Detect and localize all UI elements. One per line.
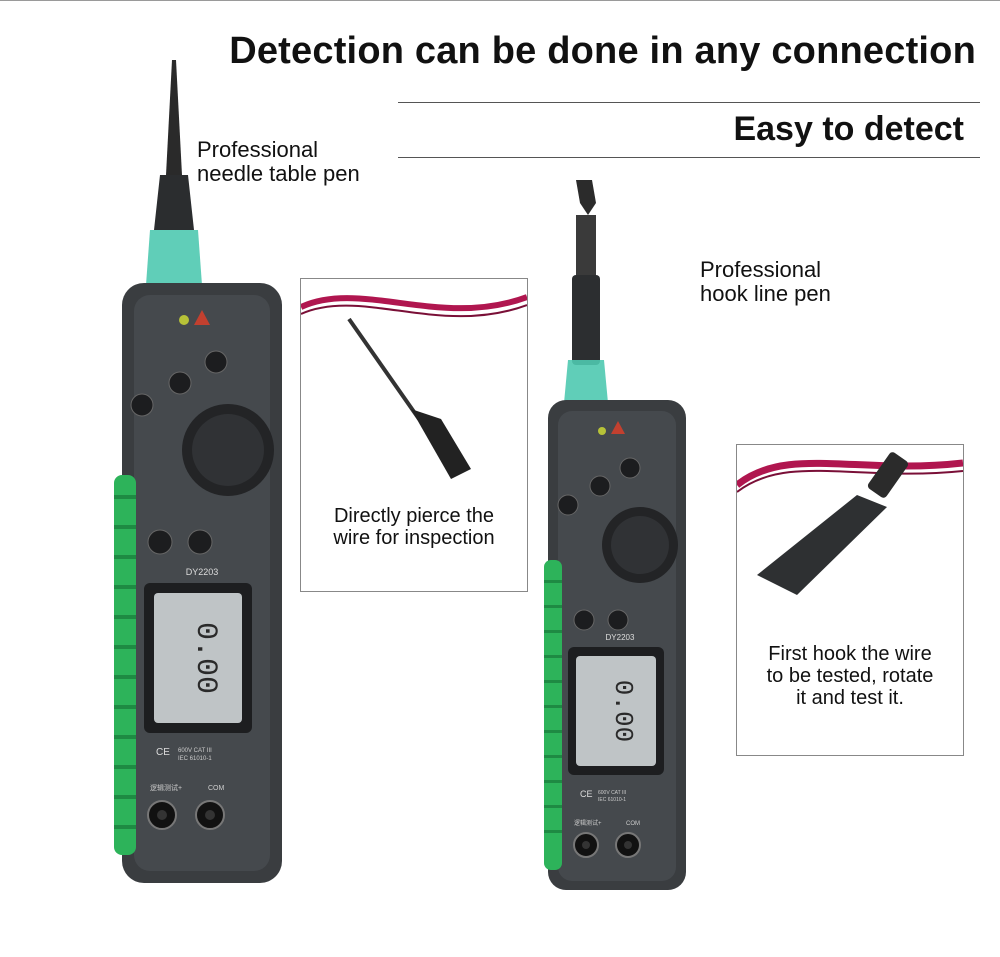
function-button [168,371,192,395]
function-button [619,457,641,479]
indicator-led [598,427,606,435]
hook-pen-inset: First hook the wire to be tested, rotate… [736,444,964,756]
top-divider [0,0,1000,1]
needle-pen-label-line2: needle table pen [197,161,360,186]
hook-inset-caption-line2: to be tested, rotate [766,665,934,687]
needle-pen-tester-drawing: DY2203 0.00 CE 600V CAT III IEC 61010-1 … [114,60,282,883]
ce-mark: CE [156,747,170,758]
needle-pierce-illustration [301,294,527,479]
needle-inset-caption-line1: Directly pierce the [333,505,495,527]
needle-pen-label-line1: Professional [197,137,319,162]
hook-pen-label-line2: hook line pen [700,281,831,306]
lcd-reading: 0.00 [188,622,222,694]
needle-collar [146,230,202,285]
test-port-left-hole [157,810,167,820]
function-button [557,494,579,516]
function-button [607,609,629,631]
green-grip [544,560,562,870]
lcd-screen [576,656,656,766]
needle-tip [166,60,182,175]
cert-line-1: 600V CAT III [598,790,626,796]
tester-face [558,411,676,881]
test-port-com-hole [205,810,215,820]
subheadline-underline [398,157,980,158]
function-button [204,350,228,374]
port-label-right: COM [208,785,225,792]
test-port-left-hole [582,841,590,849]
cert-line-1: 600V CAT III [178,748,212,754]
cert-line-2: IEC 61010-1 [178,756,212,762]
rotary-dial-knob [611,516,669,574]
headline: Detection can be done in any connection [229,30,976,72]
function-button [187,529,213,555]
rotary-dial-knob [192,414,264,486]
ce-mark: CE [580,789,593,799]
needle-inset-caption-line2: wire for inspection [333,527,495,549]
function-button [147,529,173,555]
wire-shadow [737,469,963,493]
hook-inset-caption: First hook the wire to be tested, rotate… [737,643,963,709]
wire [301,294,527,312]
cert-line-2: IEC 61010-1 [598,797,626,803]
subheadline: Easy to detect [733,110,964,148]
function-button [130,393,154,417]
hook-head [867,452,909,498]
hook-shaft [576,215,596,275]
hook-pen-label: Professional hook line pen [700,258,831,306]
model-label: DY2203 [186,567,219,577]
wire-shadow [301,304,527,318]
hook-collar [564,360,608,403]
needle-pen-label: Professional needle table pen [197,138,360,186]
hook-inset-caption-line3: it and test it. [796,687,904,709]
hook-pen-tester-photo: DY2203 0.00 CE 600V CAT III IEC 61010-1 … [540,175,700,895]
headline-underline [398,102,980,103]
indicator-led [179,315,189,325]
function-button [589,475,611,497]
needle-pen-tester-photo: DY2203 0.00 CE 600V CAT III IEC 61010-1 … [110,55,300,885]
hook-pen-label-line1: Professional [700,257,822,282]
green-grip [114,475,136,855]
needle-inset-caption: Directly pierce the wire for inspection [301,505,527,549]
warning-triangle [194,310,210,325]
needle-probe [347,317,421,421]
wire [737,459,963,488]
hook-inset-caption-line1: First hook the wire [768,643,932,665]
hook-grip [572,275,600,365]
test-port-com-hole [624,841,632,849]
lcd-reading: 0.00 [608,680,638,742]
needle-pen-inset: Directly pierce the wire for inspection [300,278,528,592]
grip-ribs [114,495,136,829]
warning-triangle [611,421,625,434]
hook-wire-illustration [737,452,963,595]
port-label-left: 逻辑测试+ [150,783,182,792]
port-label-right: COM [626,821,640,827]
lcd-screen [154,593,242,723]
needle-shaft [154,175,194,230]
model-label: DY2203 [606,633,635,642]
hook-handle [757,495,887,595]
port-label-left: 逻辑测试+ [574,819,602,827]
grip-ribs [544,580,562,833]
function-button [573,609,595,631]
hook-pen-tester-drawing: DY2203 0.00 CE 600V CAT III IEC 61010-1 … [544,180,686,890]
probe-handle [411,409,471,479]
hook-tip [576,180,596,215]
